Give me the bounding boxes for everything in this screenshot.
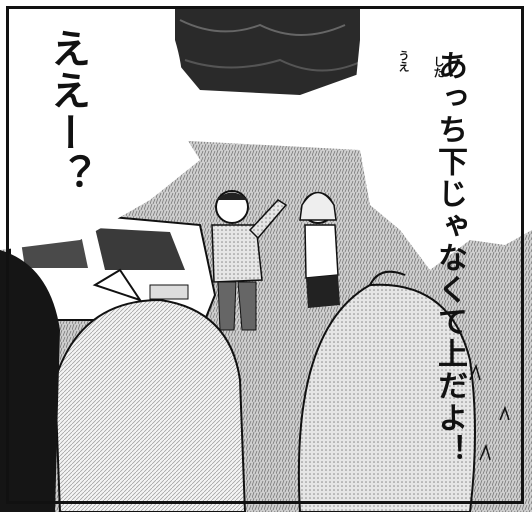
speech-line-3: 上だよ！: [432, 338, 467, 466]
trees-area: [170, 8, 370, 95]
ruby-shita: した: [432, 56, 445, 78]
foreground-girl-head: [297, 270, 476, 512]
woman-figure: [299, 191, 340, 308]
speech-line-2: 下じゃなくて: [432, 146, 467, 338]
speech-text: あっち下じゃなくて上だよ！: [431, 50, 469, 466]
shout-text: ええー？: [44, 28, 90, 196]
speech-bubble: [340, 0, 532, 270]
man-figure: [211, 190, 288, 331]
ruby-ue: うえ: [397, 50, 410, 72]
speech-line-1: あっち: [432, 50, 467, 146]
shout-bubble: [0, 0, 200, 250]
foreground-boy-head: [0, 250, 247, 512]
